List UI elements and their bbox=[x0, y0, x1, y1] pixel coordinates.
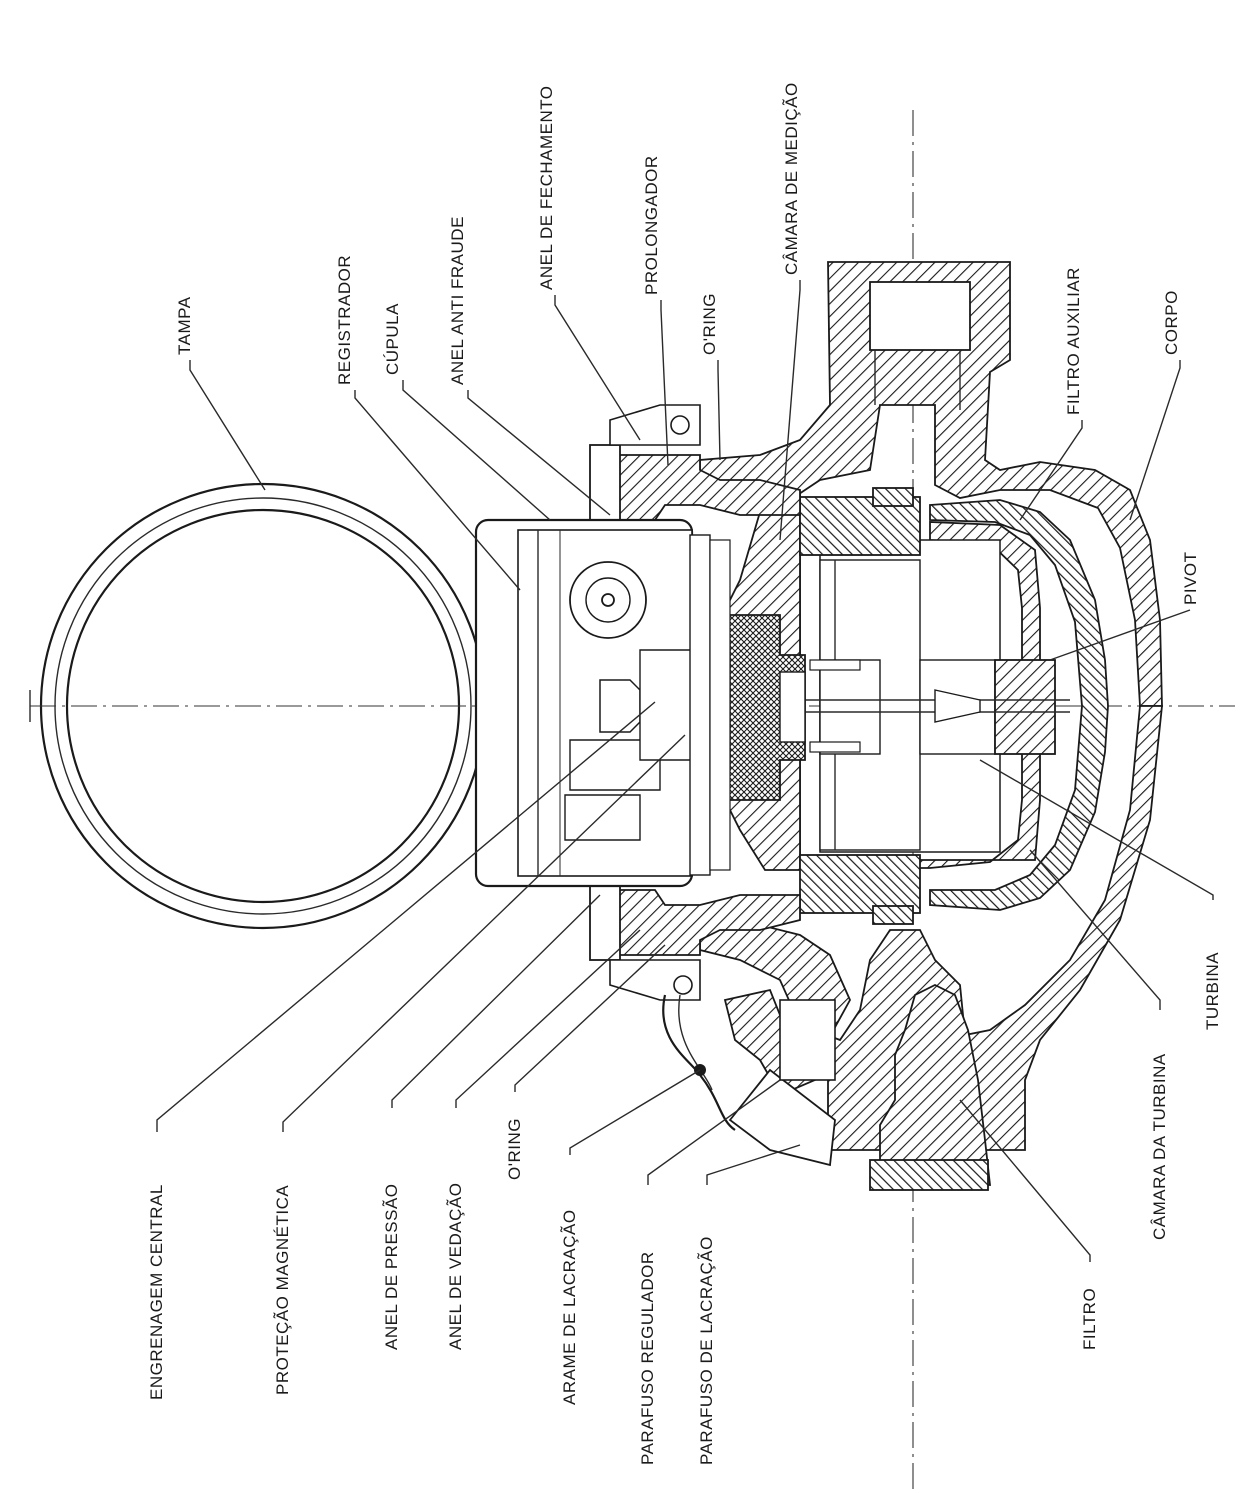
label-tampa: TAMPA bbox=[175, 296, 194, 355]
label-camara-da-turbina: CÂMARA DA TURBINA bbox=[1150, 1053, 1169, 1240]
label-anel-de-fechamento: ANEL DE FECHAMENTO bbox=[537, 85, 556, 290]
labels: TAMPA REGISTRADOR CÚPULA ANEL ANTI FRAUD… bbox=[147, 82, 1222, 1465]
label-corpo: CORPO bbox=[1162, 290, 1181, 355]
label-anel-de-pressao: ANEL DE PRESSÃO bbox=[382, 1183, 401, 1350]
leader-lines-bottom bbox=[156, 701, 801, 1185]
label-oring-top: O'RING bbox=[700, 293, 719, 355]
label-filtro-auxiliar: FILTRO AUXILIAR bbox=[1064, 267, 1083, 415]
label-prolongador: PROLONGADOR bbox=[642, 155, 661, 295]
label-protecao-magnetica: PROTEÇÃO MAGNÉTICA bbox=[273, 1185, 292, 1395]
label-arame-de-lacracao: ARAME DE LACRAÇÃO bbox=[560, 1209, 579, 1405]
label-engrenagem-central: ENGRENAGEM CENTRAL bbox=[147, 1184, 166, 1400]
turbine bbox=[780, 559, 1070, 851]
label-camara-de-medicao: CÂMARA DE MEDIÇÃO bbox=[782, 82, 801, 275]
label-pivot: PIVOT bbox=[1181, 551, 1200, 605]
label-anel-anti-fraude: ANEL ANTI FRAUDE bbox=[448, 216, 467, 385]
label-anel-de-vedacao: ANEL DE VEDAÇÃO bbox=[446, 1183, 465, 1350]
sealing-screw bbox=[662, 988, 836, 1167]
label-parafuso-regulador: PARAFUSO REGULADOR bbox=[638, 1251, 657, 1465]
label-turbina: TURBINA bbox=[1203, 952, 1222, 1030]
label-registrador: REGISTRADOR bbox=[335, 255, 354, 385]
filter bbox=[869, 983, 992, 1191]
label-oring-bottom: O'RING bbox=[505, 1118, 524, 1180]
label-filtro: FILTRO bbox=[1080, 1288, 1099, 1350]
label-parafuso-de-lacracao: PARAFUSO DE LACRAÇÃO bbox=[697, 1236, 716, 1465]
leader-lines-top bbox=[189, 280, 1214, 1262]
register bbox=[474, 518, 731, 888]
label-cupula: CÚPULA bbox=[383, 303, 402, 375]
